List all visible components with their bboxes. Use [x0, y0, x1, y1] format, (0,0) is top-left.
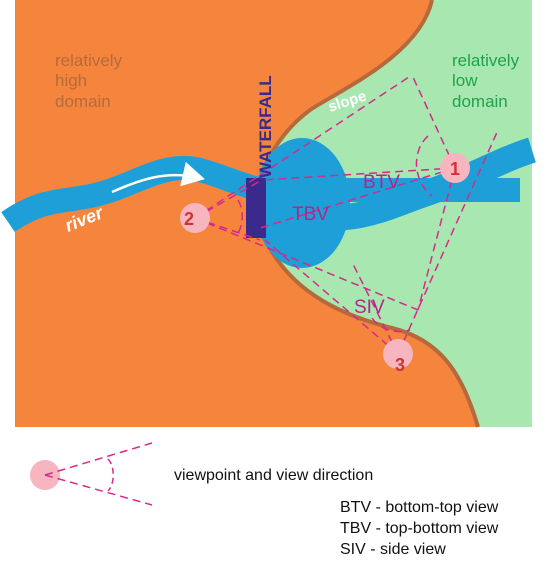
legend-symbol-caption: viewpoint and view direction	[174, 467, 373, 484]
viewpoint-3-label: 3	[395, 355, 405, 375]
high-domain-line-3: domain	[55, 92, 111, 111]
view-line-2d	[194, 217, 419, 311]
view-angle-arc-1	[415, 135, 433, 197]
viewpoint-3	[383, 339, 413, 369]
high-domain-line-2: high	[55, 71, 87, 90]
waterfall-label: WATERFALL	[256, 75, 275, 178]
legend-siv: SIV - side view	[340, 541, 446, 558]
view-angle-arc-2	[235, 199, 243, 237]
viewpoint-1-label: 1	[450, 159, 460, 179]
viewpoint-2	[180, 203, 210, 233]
view-line-2a	[194, 74, 413, 219]
plunge-pool	[254, 138, 350, 268]
legend-view-line-a	[44, 442, 153, 476]
low-domain-line-1: relatively	[452, 51, 520, 70]
high-domain-line-1: relatively	[55, 51, 123, 70]
river	[1, 137, 537, 268]
legend: viewpoint and view direction BTV - botto…	[30, 442, 499, 558]
viewpoint-2-label: 2	[184, 209, 194, 229]
view-line-1d	[417, 167, 456, 311]
view-angle-arc-3	[371, 317, 411, 333]
btv-label: BTV	[363, 172, 400, 193]
low-domain-label: relatively low domain	[452, 51, 520, 111]
legend-view-arc	[107, 458, 114, 492]
tbv-label: TBV	[292, 204, 329, 225]
view-lines	[194, 74, 499, 355]
view-line-3b	[397, 129, 499, 355]
high-domain-label: relatively high domain	[55, 51, 123, 111]
view-line-1a	[411, 74, 456, 169]
view-line-1b	[261, 167, 456, 181]
low-domain-line-2: low	[452, 71, 478, 90]
view-line-1c	[259, 167, 456, 229]
siv-label: SIV	[354, 297, 385, 318]
view-line-2c	[194, 217, 261, 241]
river-channel	[1, 156, 520, 233]
view-line-3a	[264, 239, 399, 355]
legend-view-line-b	[44, 474, 153, 506]
legend-btv: BTV - bottom-top view	[340, 499, 499, 516]
view-line-3c	[351, 261, 399, 355]
flow-arrow	[111, 161, 205, 194]
viewpoint-1	[440, 153, 470, 183]
waterfall-block	[246, 178, 266, 238]
viewpoints: 1 2 3	[180, 153, 470, 375]
legend-tbv: TBV - top-bottom view	[340, 520, 499, 537]
low-domain-line-3: domain	[452, 92, 508, 111]
